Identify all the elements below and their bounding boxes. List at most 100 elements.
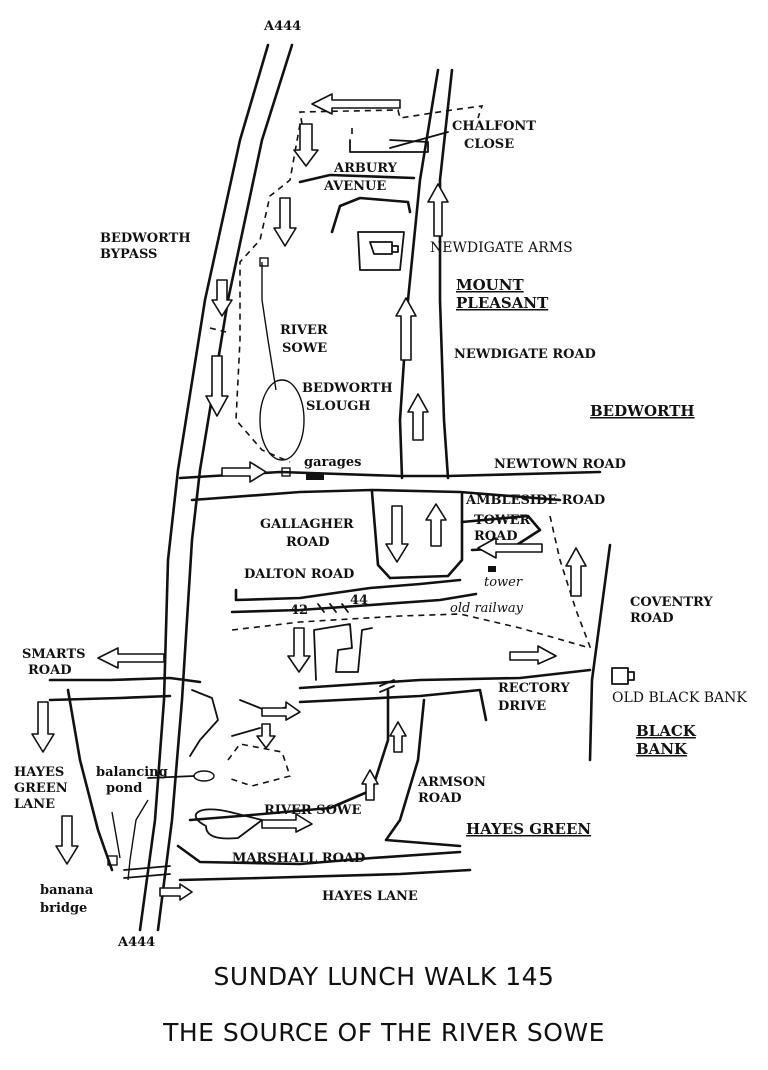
label-smarts-2: ROAD [28,663,72,678]
a444-west-edge [138,43,270,932]
label-hayes-green-lane-2: GREEN [14,781,68,796]
label-old-railway: old railway [450,601,524,616]
label-chalfont-1: CHALFONT [452,119,536,134]
stile-icon-top [259,257,269,267]
armson-road-west [188,688,390,822]
direction-arrows [31,93,587,901]
label-hayes-green-lane-1: HAYES [14,765,64,780]
label-banana-2: bridge [40,901,87,916]
bridge-marks-42-44 [317,603,349,613]
arrow-up-armson-1 [389,721,407,753]
label-a444-bottom: A444 [117,935,155,950]
smarts-road-north [48,676,202,684]
label-coventry-1: COVENTRY [630,595,713,610]
title-line-1: SUNDAY LUNCH WALK 145 [213,962,555,991]
balancing-pointer [147,775,195,779]
hayes-lane [178,868,472,882]
label-tower-road-1: TOWER [474,513,531,528]
label-gallagher-2: ROAD [286,535,330,550]
label-mount-pleasant-1: MOUNT [456,276,524,294]
arrow-left-top [311,93,401,115]
chalfont-pointer [389,131,449,149]
roads [48,43,612,932]
arrow-up-3 [407,393,429,441]
tower-icon [488,566,496,572]
label-smarts-1: SMARTS [22,647,86,662]
estate-loop [313,623,373,681]
arrow-down-gallagher [385,505,409,563]
label-arbury-2: AVENUE [323,179,386,194]
newdigate-arms-lane [357,231,405,271]
dalton-road-south [230,592,478,614]
pub-icon [369,241,399,255]
label-dalton-road: DALTON ROAD [244,567,354,582]
rectory-drive-north [298,668,592,690]
label-newdigate-road: NEWDIGATE ROAD [454,347,596,362]
label-bypass-2: BYPASS [100,247,157,262]
label-banana-1: banana [40,883,94,898]
arrow-down-3 [211,279,233,317]
route-old-railway [231,613,591,649]
label-hayes-green: HAYES GREEN [466,820,591,838]
bedworth-slough-pond [259,379,305,461]
label-hayes-lane: HAYES LANE [322,889,418,904]
arrow-down-1 [293,123,319,167]
arrow-down-hayes-1 [31,701,55,753]
label-bedworth-town: BEDWORTH [590,402,695,420]
marshall-road [176,844,462,866]
label-newtown-road: NEWTOWN ROAD [494,457,626,472]
label-hayes-green-lane-3: LANE [14,797,55,812]
label-44: 44 [350,593,368,608]
label-armson-2: ROAD [418,791,462,806]
arrow-right-estate [261,701,301,721]
gallagher-road [370,490,464,580]
label-tower: tower [484,575,523,590]
old-black-bank-pub-icon [611,667,635,685]
arrow-up-coventry [565,547,587,597]
label-42: 42 [290,603,308,618]
label-slough-2: SLOUGH [306,399,371,414]
label-coventry-2: ROAD [630,611,674,626]
river-south-bank [111,811,121,859]
label-marshall-road: MARSHALL ROAD [232,851,365,866]
label-newdigate-arms: NEWDIGATE ARMS [430,240,573,256]
label-rectory-2: DRIVE [498,699,546,714]
label-gallagher-1: GALLAGHER [260,517,354,532]
label-ambleside-road: AMBLESIDE ROAD [465,493,605,508]
newdigate-road-east [438,68,454,480]
arrow-down-estate [256,723,276,749]
arrow-right-hayes-lane [159,883,193,901]
armson-road-east [384,698,462,848]
balancing-pond-icon [193,770,215,782]
hayes-green-lane [66,688,114,872]
label-arbury-1: ARBURY [333,161,398,176]
label-tower-road-2: ROAD [474,529,518,544]
label-a444-top: A444 [263,19,301,34]
arrow-up-1 [427,183,449,237]
label-river-sowe-top-2: SOWE [282,341,327,356]
label-rectory-1: RECTORY [498,681,570,696]
label-old-black-bank: OLD BLACK BANK [612,690,747,706]
coventry-road [588,543,612,762]
newtown-road-south [190,488,562,502]
rectory-drive-south [298,688,488,722]
bridge-marks-rectory [379,679,395,693]
label-black-bank-1: BLACK [636,722,697,740]
arrow-down-hayes-2 [55,815,79,865]
arrow-up-armson-2 [361,769,379,801]
arrow-left-smarts [97,647,165,669]
arrow-right-railway [509,645,557,665]
arrow-left-tower [477,537,543,559]
label-bypass-1: BEDWORTH [100,231,191,246]
route-cross [209,327,227,333]
bridge-marks-bypass [123,865,171,879]
label-river-sowe-bottom: RIVER SOWE [264,803,362,818]
label-armson-1: ARMSON [417,775,486,790]
arbury-avenue-south [330,196,412,234]
route-tower-connection [549,515,593,653]
route-west-descent [235,123,301,463]
map-labels: A444 CHALFONT CLOSE ARBURY AVENUE BEDWOR… [14,19,747,950]
arrow-right-garages [221,461,267,483]
title-line-2: THE SOURCE OF THE RIVER SOWE [163,1018,605,1047]
stile-icon-garages [281,467,291,477]
